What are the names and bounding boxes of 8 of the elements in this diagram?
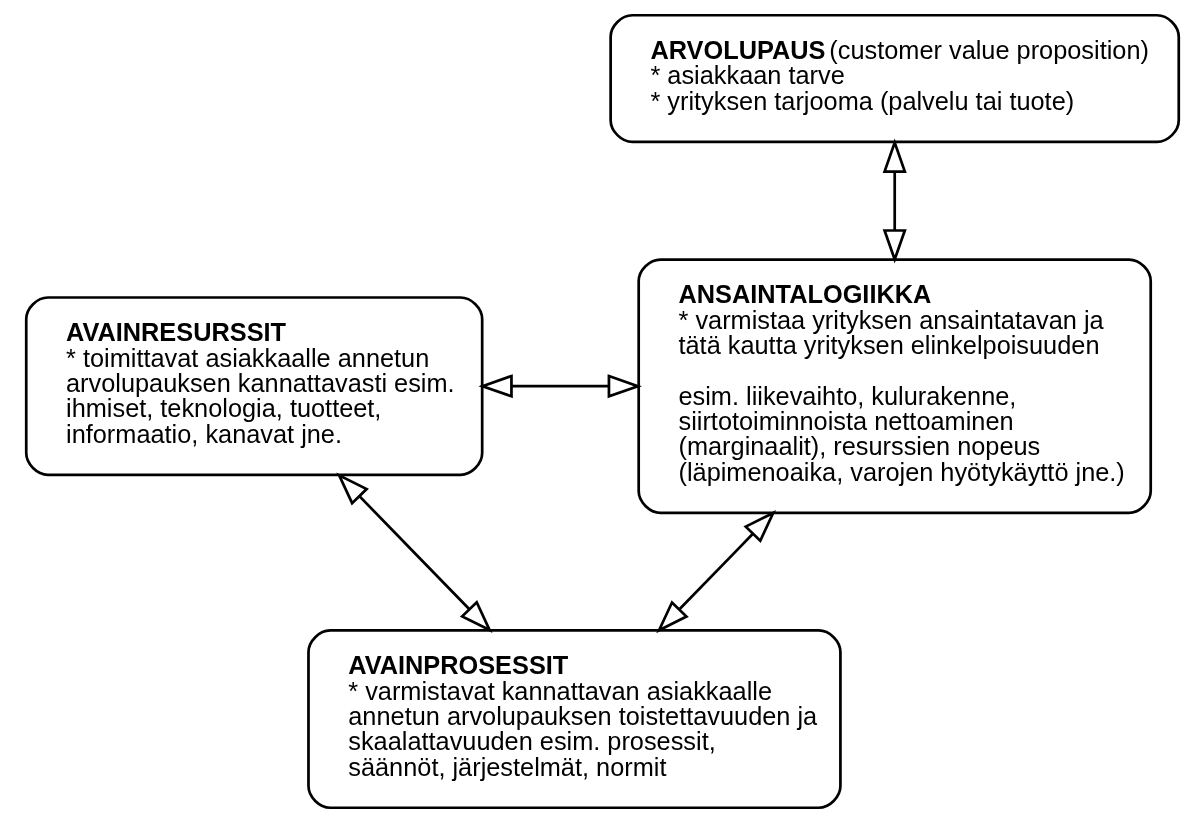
arrow xyxy=(655,510,776,634)
node-box: AVAINPROSESSIT * varmistavat kannattavan asiakkaalle annetun arvolupauksen toistettavuuden ja skaalattavuuden esim. prosessit, säännöt, järjestelmät, normit xyxy=(306,629,842,810)
arrow xyxy=(882,138,907,264)
arrow xyxy=(335,472,492,633)
node-box: AVAINRESURSSIT * toimittavat asiakkaalle annetun arvolupauksen kannattavasti esim. ihmiset, teknologia, tuotteet, informaatio, kanavat jne. xyxy=(24,296,484,477)
node-box: ANSAINTALOGIIKKA * varmistaa yrityksen ansaintatavan ja tätä kautta yrityksen elinkelpoisuuden esim. liikevaihto, kulurakenne, siirtotoiminnoista nettoaminen (marginaalit), resurssien nopeus (läpimenoaika, varojen hyötykäyttö jne.) xyxy=(636,258,1152,515)
node-box: ARVOLUPAUS (customer value proposition) * asiakkaan tarve * yrityksen tarjooma (palvelu tai tuote) xyxy=(608,13,1180,144)
arrow xyxy=(477,374,642,399)
